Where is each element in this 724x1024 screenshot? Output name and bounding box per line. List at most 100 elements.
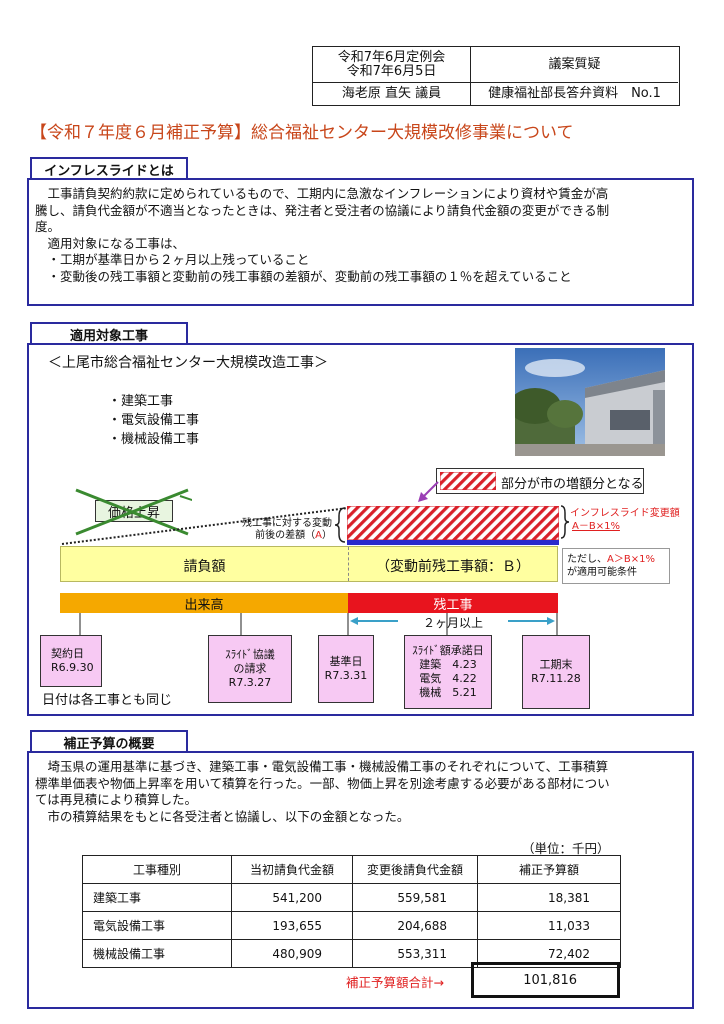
column-header: 当初請負代金額 [231,855,353,884]
slide-approval-label: ｽﾗｲﾄﾞ額承諾日 [412,644,484,657]
table-header-row: 工事種別 当初請負代金額 変更後請負代金額 補正予算額 [82,855,621,884]
inflation-slide-box: 工事請負契約約款に定められているもので、工期内に急激なインフレーションにより資材… [27,178,694,306]
increase-hatched-area [347,506,559,545]
done-amount-bar: 出来高 [60,593,348,613]
total-value: 101,816 [471,962,620,998]
condition-note: ただし、A＞B×1% が適用可能条件 [562,548,670,584]
text-line: 埼玉県の運用基準に基づき、建築工事・電気設備工事・機械設備工事のそれぞれについて… [35,759,609,774]
text-line: 度。 [35,219,61,234]
column-header: 工事種別 [82,855,232,884]
completion-date-label: 工期末 [539,658,573,671]
remaining-before-label: （変動前残工事額：Ｂ） [376,559,530,575]
table-cell: 193,655 [231,911,353,940]
budget-summary-text: 埼玉県の運用基準に基づき、建築工事・電気設備工事・機械設備工事のそれぞれについて… [35,759,610,825]
condition-text-1: ただし、 [567,554,607,565]
completion-date-box: 工期末 R7.11.28 [522,635,590,709]
text-line: ・変動後の残工事額と変動前の残工事額の差額が、変動前の残工事額の１％を超えている… [35,268,572,284]
base-date-value: R7.3.31 [324,669,368,682]
inflation-change-label: インフレスライド変更額 [570,508,680,519]
contract-amount-label: 請負額 [183,559,226,575]
unit-label: （単位：千円） [522,841,610,856]
inflation-formula: A－B×1% [572,521,620,533]
table-row: 建築工事 541,200 559,581 18,381 [82,883,621,912]
same-date-note: 日付は各工事とも同じ [42,693,173,708]
section-tab-budget-summary: 補正予算の概要 [30,730,188,752]
section-tab-target-works: 適用対象工事 [30,322,188,344]
table-cell: 11,033 [477,911,621,940]
budget-table: 工事種別 当初請負代金額 変更後請負代金額 補正予算額 建築工事 541,200… [82,855,621,968]
base-date-box: 基準日 R7.3.31 [318,635,374,703]
text-line: 標準単価表や物価上昇率を用いて積算を行った。一部、物価上昇を別途考慮する必要があ… [35,775,610,791]
contract-date-value: R6.9.30 [51,661,94,674]
text-line: ・工期が基準日から２ヶ月以上残っていること [35,252,310,267]
legend-box: 部分が市の増額分となる [436,468,644,494]
diff-label-close: ） [322,530,332,541]
table-cell: 553,311 [352,939,478,968]
meeting-line-1: 令和7年6月定例会 [337,49,446,65]
diff-label-line-2: 前後の差額（A） [238,530,332,542]
slide-approval-row: 建築 4.23 [419,658,477,671]
member-cell: 海老原 直矢 議員 [313,83,471,105]
slide-request-label-2: の請求 [233,662,267,675]
price-rise-line [61,507,349,545]
table-cell: 18,381 [477,883,621,912]
contract-amount-bar: 請負額 （変動前残工事額：Ｂ） [60,546,558,582]
building-photo [515,348,665,456]
timeline-connectors [79,613,558,635]
diff-label-a: A [315,530,322,541]
works-list: ・建築工事 ・電気設備工事 ・機械設備工事 [108,392,199,449]
table-cell: 電気設備工事 [82,911,232,940]
text-line: ては再見積により積算した。 [35,792,198,807]
slide-approval-row: 機械 5.21 [419,686,477,699]
building-photo-graphic [515,348,665,456]
table-cell: 480,909 [231,939,353,968]
legend-label: 部分が市の増額分となる [501,477,644,492]
text-line: 適用対象になる工事は、 [35,235,186,251]
page-title: 【令和７年度６月補正予算】総合福祉センター大規模改修事業について [30,123,574,143]
work-item: ・電気設備工事 [108,413,200,428]
column-header: 補正予算額 [477,855,621,884]
base-date-label: 基準日 [329,655,363,668]
work-item: ・建築工事 [108,394,174,409]
header-table: 令和7年6月定例会 令和7年6月5日 議案質疑 海老原 直矢 議員 健康福祉部長… [312,46,680,106]
diff-label: 残工事に対する変動 前後の差額（A） [238,518,332,542]
meeting-line-2: 令和7年6月5日 [346,63,437,79]
table-row: 電気設備工事 193,655 204,688 11,033 [82,911,621,940]
two-months-label: ２ヶ月以上 [398,614,508,631]
meeting-cell: 令和7年6月定例会 令和7年6月5日 [313,47,471,83]
total-label: 補正予算額合計→ [346,975,444,990]
slide-request-label-1: ｽﾗｲﾄﾞ協議 [225,648,275,661]
table-cell: 204,688 [352,911,478,940]
material-cell: 健康福祉部長答弁資料 No.1 [488,86,661,101]
contract-date-label: 契約日 [51,647,84,660]
slide-request-date-box: ｽﾗｲﾄﾞ協議 の請求 R7.3.27 [208,635,292,703]
work-item: ・機械設備工事 [108,432,200,447]
slide-approval-date-box: ｽﾗｲﾄﾞ額承諾日 建築 4.23 電気 4.22 機械 5.21 [404,635,492,709]
legend-arrow-icon [418,481,439,502]
table-cell: 機械設備工事 [82,939,232,968]
text-line: 騰し、請負代金額が不適当となったときは、発注者と受注者の協議により請負代金額の変… [35,202,610,218]
inflation-formula-text: A－B×1% [572,521,620,532]
diff-brace-icon [334,507,346,543]
completion-date-value: R7.11.28 [531,672,581,685]
topic-cell: 議案質疑 [471,47,678,83]
cross-out-icon [75,488,192,536]
text-line: 市の積算結果をもとに各受注者と協議し、以下の金額となった。 [35,808,410,824]
contract-date-box: 契約日 R6.9.30 [40,635,102,687]
bar-divider [348,547,349,581]
section-tab-inflation-slide: インフレスライドとは [30,157,188,179]
slide-approval-row: 電気 4.22 [419,672,477,685]
diff-label-line-1: 残工事に対する変動 [242,518,332,529]
table-cell: 559,581 [352,883,478,912]
table-cell: 建築工事 [82,883,232,912]
inflation-brace-icon [560,505,570,539]
text-line: 工事請負契約約款に定められているもので、工期内に急激なインフレーションにより資材… [35,186,609,201]
inflation-slide-text: 工事請負契約約款に定められているもので、工期内に急激なインフレーションにより資材… [35,186,609,285]
remaining-work-bar: 残工事 [348,593,558,613]
diff-label-text: 前後の差額（ [255,530,316,541]
table-cell: 541,200 [231,883,353,912]
condition-formula: A＞B×1% [607,554,655,565]
hatch-sample-icon [440,472,496,490]
slide-request-value: R7.3.27 [228,676,272,689]
project-name: ＜上尾市総合福祉センター大規模改造工事＞ [48,355,328,371]
